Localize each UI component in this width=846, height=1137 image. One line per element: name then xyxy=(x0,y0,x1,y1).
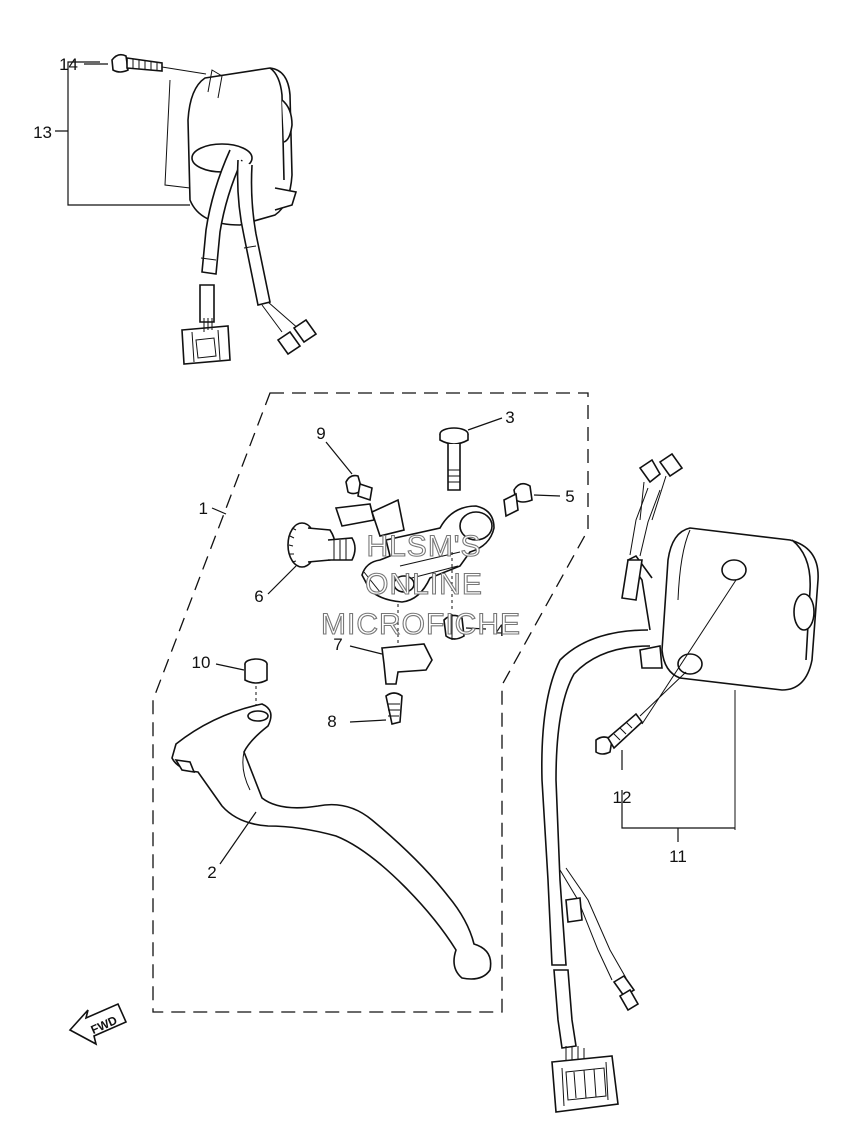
callout-3: 3 xyxy=(505,408,514,427)
watermark-line-2: ONLINE xyxy=(365,568,483,601)
callout-9: 9 xyxy=(316,424,325,443)
callout-13-bracket xyxy=(55,61,190,206)
callout-11: 11 xyxy=(669,847,687,866)
callout-8: 8 xyxy=(327,712,336,731)
callout-5: 5 xyxy=(565,487,574,506)
bolt-3 xyxy=(439,427,469,491)
clutch-switch-7 xyxy=(381,604,433,685)
screw-8 xyxy=(385,692,403,725)
callout-10: 10 xyxy=(192,653,211,672)
bolt-5 xyxy=(503,482,533,518)
callout-14: 14 xyxy=(59,55,78,74)
callout-2: 2 xyxy=(207,863,216,882)
watermark: HLSM'S ONLINE MICROFICHE xyxy=(320,529,521,641)
callout-13: 13 xyxy=(33,123,52,142)
screw-9 xyxy=(345,474,373,502)
callout-11-bracket xyxy=(621,790,735,842)
right-switch-wiring xyxy=(541,452,684,1113)
callout-6: 6 xyxy=(254,587,263,606)
nut-4 xyxy=(443,614,465,640)
watermark-line-3: MICROFICHE xyxy=(321,608,521,641)
left-handlebar-switch xyxy=(164,67,318,365)
switch-clip xyxy=(334,503,375,527)
adjuster-6 xyxy=(287,522,356,568)
clutch-lever-2 xyxy=(171,703,492,980)
lever-holder xyxy=(361,505,495,603)
collar-10 xyxy=(244,658,268,684)
callout-7: 7 xyxy=(333,635,342,654)
lever-assembly-boundary xyxy=(152,392,589,1013)
right-handlebar-switch xyxy=(639,527,819,830)
watermark-line-1: HLSM'S xyxy=(366,530,481,563)
screw-12 xyxy=(595,579,737,755)
screw-14 xyxy=(111,53,207,75)
callout-12: 12 xyxy=(613,788,632,807)
callout-4: 4 xyxy=(495,621,504,640)
fwd-direction-arrow: FWD xyxy=(68,1002,128,1046)
callout-1: 1 xyxy=(199,499,208,518)
